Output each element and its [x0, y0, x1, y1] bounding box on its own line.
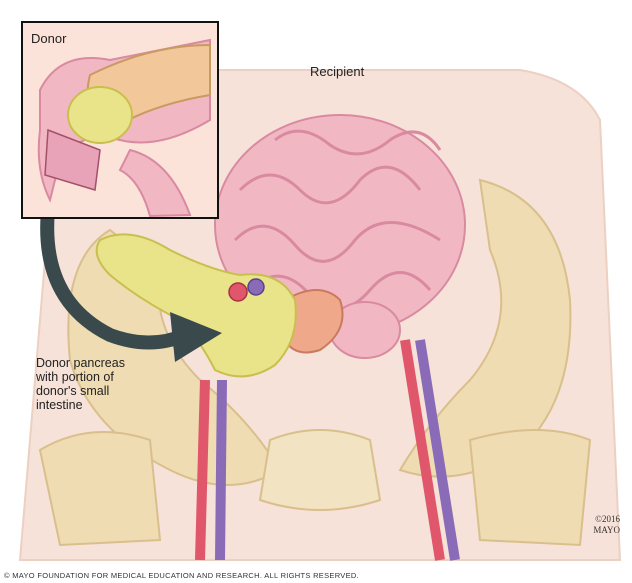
pubic-symphysis — [258, 429, 382, 511]
transfer-arrow — [40, 203, 192, 350]
iliac-vein-left — [215, 379, 227, 561]
donor-inset — [21, 21, 219, 219]
year-mark-line-1: ©2016 — [595, 514, 620, 524]
donor-label: Donor — [31, 31, 67, 46]
femur-right — [468, 429, 592, 547]
graft-vein — [247, 278, 265, 296]
iliac-artery-right — [400, 339, 445, 561]
transplanted-pancreas — [95, 233, 297, 378]
caption-line-4: intestine — [36, 398, 83, 412]
femur-left — [38, 431, 162, 547]
donor-intestine-segment — [284, 289, 344, 354]
iliac-vein-right — [415, 339, 460, 561]
donor-pancreas-caption: Donor pancreas with portion of donor's s… — [36, 356, 166, 412]
caption-line-2: with portion of — [36, 370, 114, 384]
caption-line-3: donor's small — [36, 384, 110, 398]
year-mark-line-2: MAYO — [593, 525, 620, 535]
iliac-artery-left — [195, 379, 210, 561]
graft-artery — [228, 282, 248, 302]
year-mark: ©2016 MAYO — [593, 514, 620, 536]
copyright-notice: © MAYO FOUNDATION FOR MEDICAL EDUCATION … — [4, 571, 359, 580]
transfer-arrow-head — [170, 312, 222, 362]
caption-line-1: Donor pancreas — [36, 356, 125, 370]
recipient-label: Recipient — [310, 64, 365, 79]
